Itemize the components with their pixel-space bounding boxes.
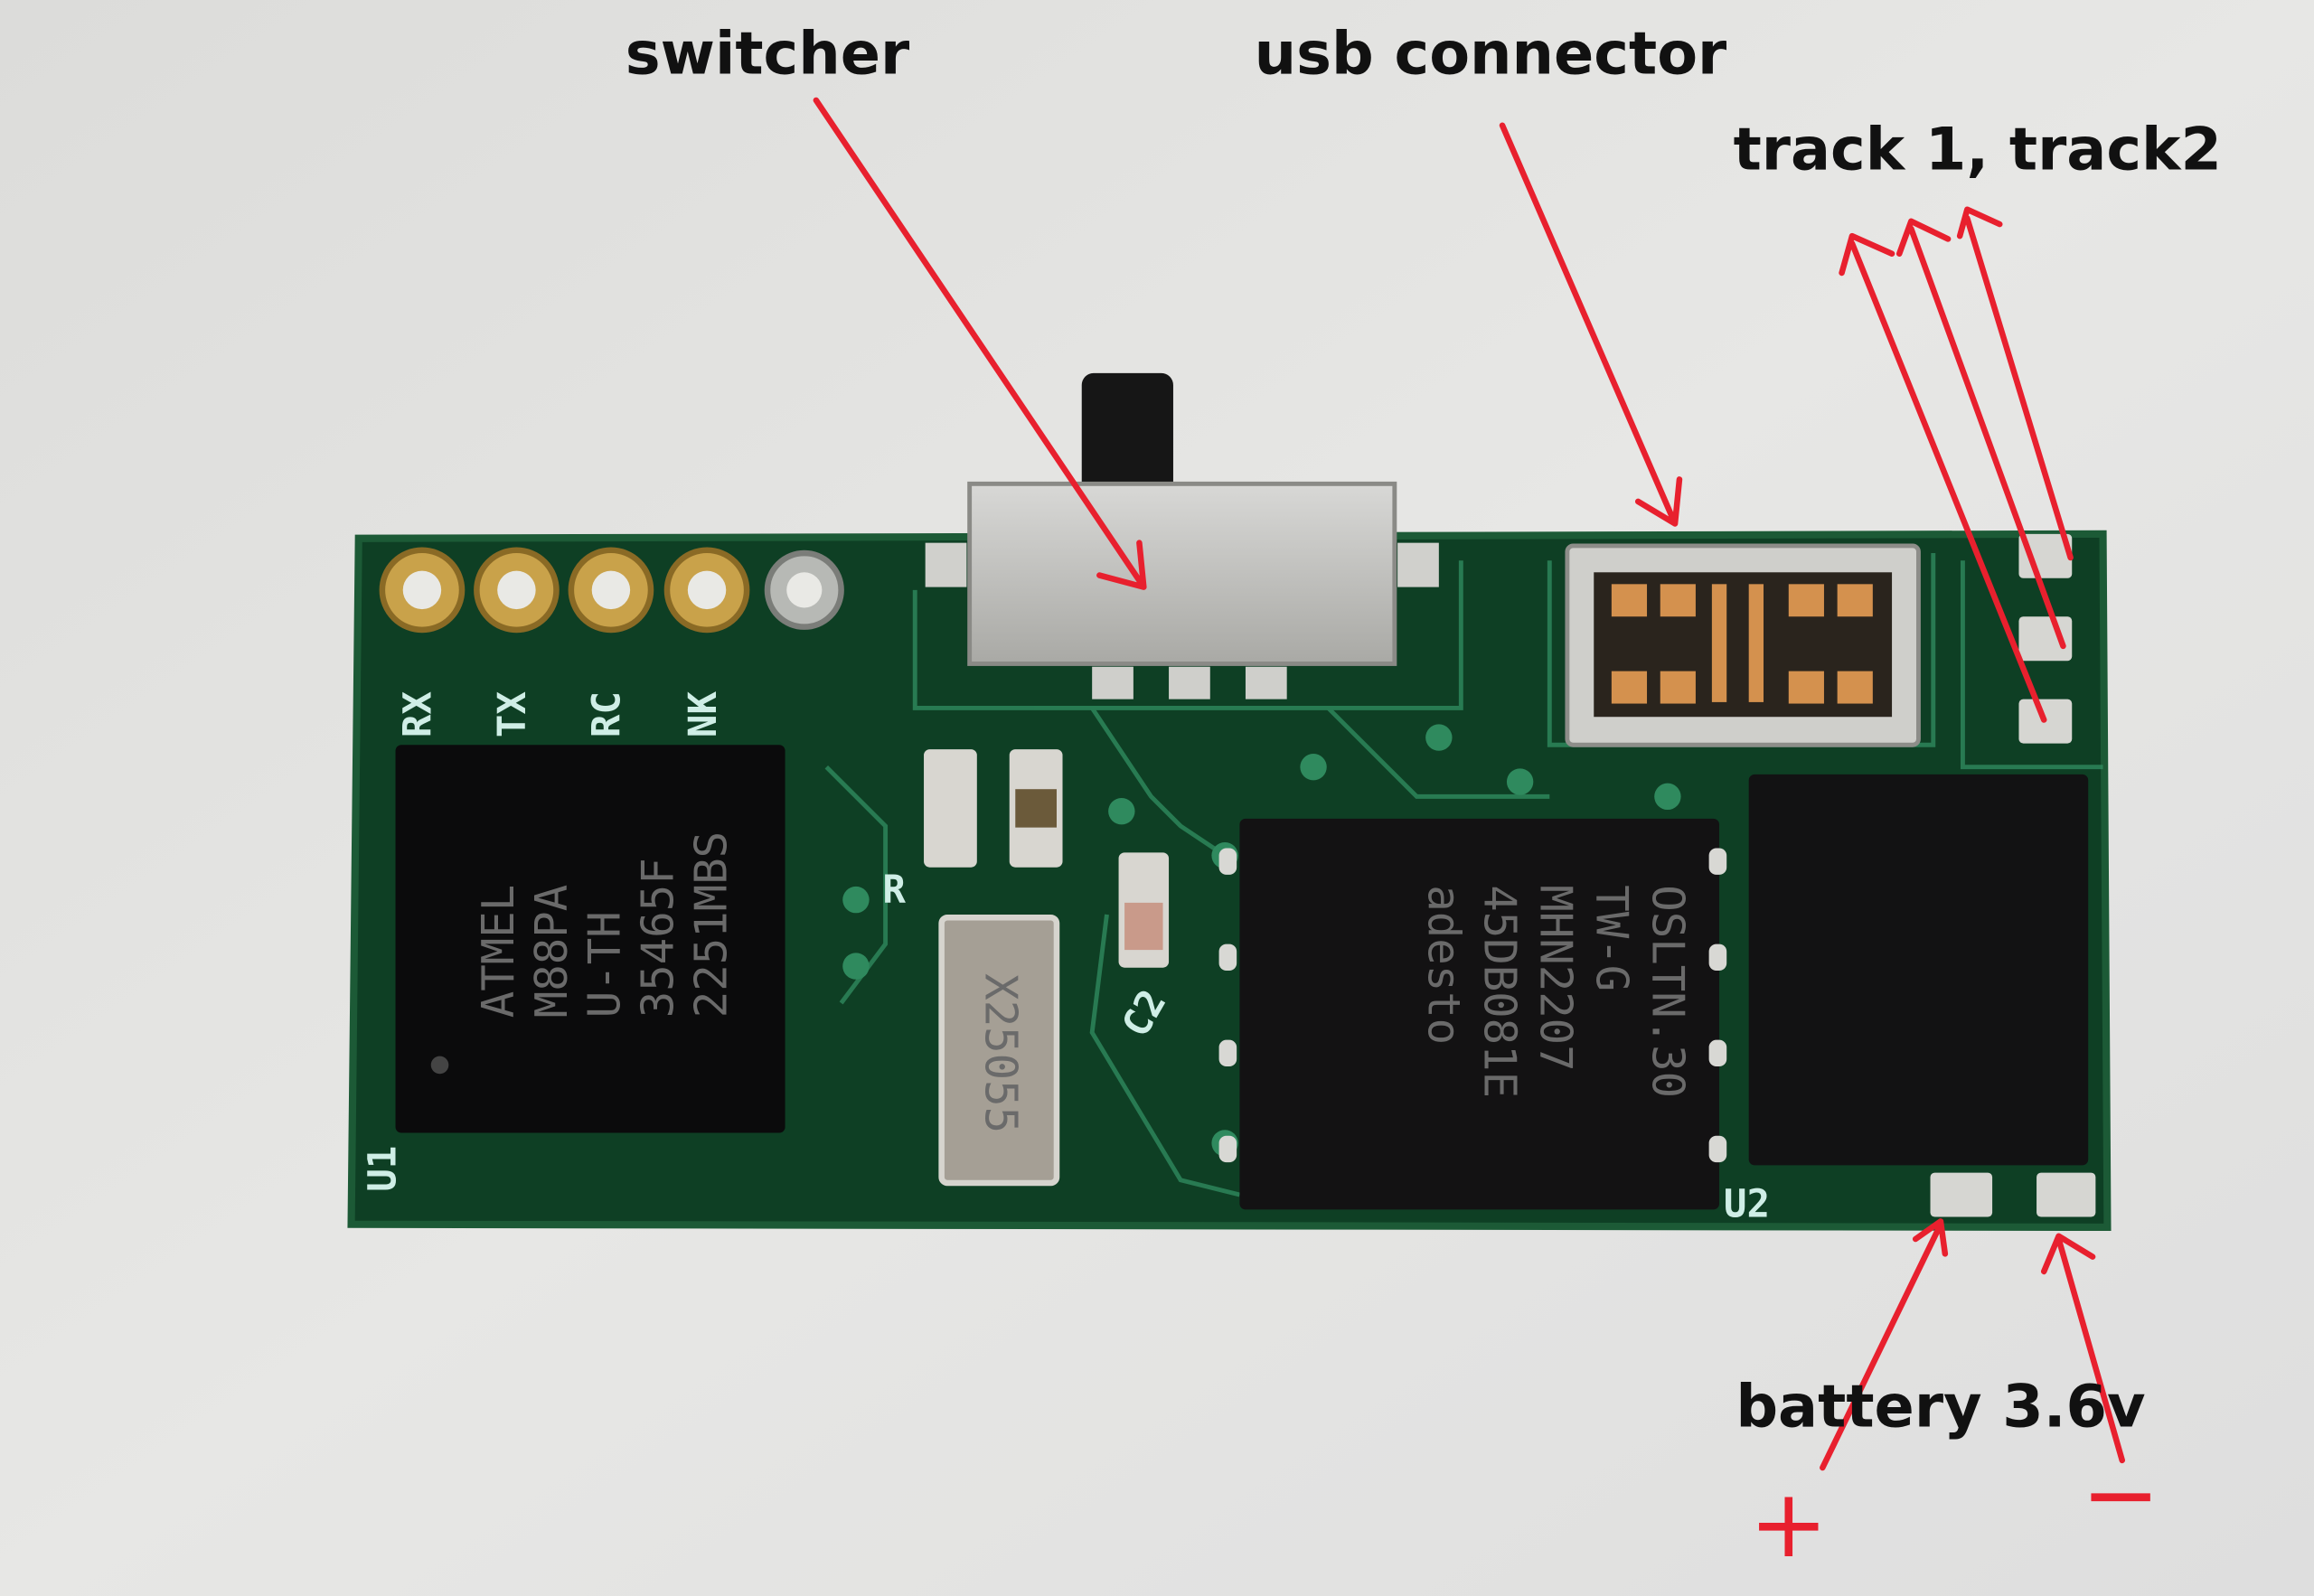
flash-marking-5: OSLTN.30 [1642, 885, 1694, 1098]
header-pins [379, 547, 844, 634]
flash-chip: OSLTN.30 TW-G MHN2207 45DB081E adesto [1218, 818, 1727, 1210]
silk-tx: TX [491, 691, 535, 737]
arrow-usb [1499, 122, 1683, 527]
silk-pin4: NK [682, 691, 726, 738]
crystal: X25055 [938, 914, 1060, 1187]
label-battery: battery 3.6v [1736, 1372, 2145, 1441]
usb-connector [1565, 543, 1921, 747]
flash-marking-3: MHN2207 [1529, 885, 1581, 1071]
mcu-marking-1: ATMEL [473, 885, 524, 1018]
arrow-battery-minus [2040, 1233, 2126, 1464]
silk-rx: RX [397, 691, 441, 737]
flash-marking-4: TW-G [1586, 885, 1638, 991]
power-chip [1748, 774, 2089, 1166]
silk-rc: RC [586, 691, 630, 737]
flash-marking-2: 45DB081E [1473, 885, 1525, 1098]
silk-r: R [882, 868, 906, 913]
mcu-marking-4: 35465F [632, 858, 683, 1018]
annotation-arrows [813, 97, 2126, 1471]
arrow-track-2 [1895, 218, 2066, 650]
mcu-marking-5: 2251MBS [685, 831, 737, 1018]
slide-switch [925, 372, 1439, 666]
arrow-track-1 [1839, 232, 2047, 723]
label-tracks: track 1, track2 [1734, 116, 2222, 184]
mcu-marking-2: M88PA [526, 885, 578, 1018]
mcu-chip: ATMEL M88PA U-TH 35465F 2251MBS [395, 745, 785, 1133]
track-pads [2018, 533, 2073, 744]
label-minus: − [2081, 1439, 2160, 1549]
silk-u1: U1 [362, 1146, 406, 1192]
battery-pads [1930, 1172, 2096, 1217]
label-usb-connector: usb connector [1255, 20, 1727, 89]
mcu-marking-3: U-TH [579, 911, 631, 1018]
flash-marking-1: adesto [1417, 885, 1469, 1045]
label-switcher: switcher [626, 20, 909, 89]
label-plus: + [1749, 1469, 1829, 1579]
smd-components [924, 666, 1287, 968]
silk-u2: U2 [1724, 1183, 1770, 1227]
arrow-switcher [813, 97, 1147, 590]
crystal-marking: X25055 [975, 973, 1027, 1133]
arrow-battery-plus [1820, 1218, 1949, 1471]
arrow-track-3 [1956, 206, 2074, 561]
